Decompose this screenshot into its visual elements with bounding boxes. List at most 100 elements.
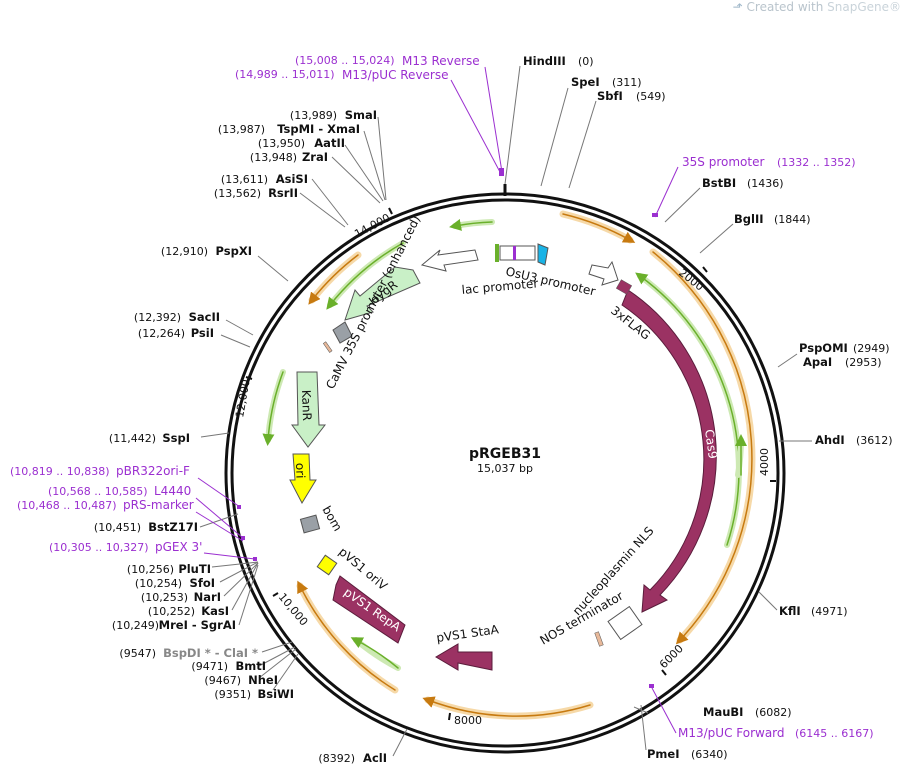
site-labels-left: (8392) AclI (9351) BsiWI (9467) NheI (94… [94, 108, 387, 765]
cas9-arrow [621, 289, 717, 613]
site-pspomi-pos: (2949) [853, 342, 890, 355]
plasmid-length: 15,037 bp [477, 462, 533, 475]
site-kasi-pos: (10,252) [148, 605, 195, 618]
site-nhei-pos: (9467) [204, 674, 241, 687]
site-kasi: KasI [201, 604, 229, 618]
site-sbfi-pos: (549) [636, 90, 666, 103]
site-sfoi-pos: (10,254) [135, 577, 182, 590]
primer-range-m13rev: (15,008 .. 15,024) [295, 54, 395, 67]
site-acli-pos: (8392) [318, 752, 355, 765]
arc-green-6-line [350, 637, 399, 669]
nos-small-marker [594, 631, 604, 647]
inner-features [289, 243, 717, 671]
site-asisi: AsiSI [276, 172, 308, 186]
arc-orange-1-line [562, 213, 636, 243]
arc-orange-5 [308, 251, 362, 304]
site-rsrii-pos: (13,562) [214, 187, 261, 200]
ori-arrow [289, 453, 317, 505]
site-asisi-pos: (13,611) [221, 173, 268, 186]
primer-range-pgex: (10,305 .. 10,327) [49, 541, 149, 554]
site-spei: SpeI [571, 75, 600, 89]
site-bsiwi: BsiWI [257, 687, 294, 701]
label-ori: ori [293, 463, 308, 479]
site-bglii: BglII [734, 212, 764, 226]
site-aatii-pos: (13,950) [258, 137, 305, 150]
primer-name-m13puc-rev: M13/pUC Reverse [342, 68, 449, 82]
site-nari: NarI [194, 590, 221, 604]
flag-arrow [588, 260, 619, 286]
site-ahdi: AhdI [815, 433, 845, 447]
camv-small-marker [322, 341, 333, 353]
site-maubi: MauBI [703, 705, 743, 719]
oriv-box [316, 554, 338, 576]
watermark-brand: SnapGene® [827, 0, 901, 14]
repa-arrow [332, 575, 406, 644]
site-zrai: ZraI [302, 150, 328, 164]
primer-name-35s: 35S promoter [682, 155, 764, 169]
site-smai-pos: (13,989) [290, 109, 337, 122]
leader-lines [199, 65, 812, 757]
primer-leader-lines [195, 66, 679, 734]
site-pluti: PluTI [178, 562, 211, 576]
primer-range-l4440: (10,568 .. 10,585) [48, 485, 148, 498]
primer-name-prs: pRS-marker [123, 498, 194, 512]
osu3-box [499, 245, 536, 261]
site-sbfi: SbfI [597, 89, 623, 103]
site-tspmi-xmai: TspMI - XmaI [277, 122, 360, 136]
osu3-stripe-1 [495, 244, 499, 262]
primer-range-m13puc-rev: (14,989 .. 15,011) [235, 68, 335, 81]
primer-range-35s: (1332 .. 1352) [777, 156, 856, 169]
primer-name-m13puc-fwd: M13/pUC Forward [678, 726, 785, 740]
hygr-arrow [344, 266, 421, 321]
nos-terminator-box [607, 605, 643, 641]
plasmid-name: pRGEB31 [469, 446, 541, 462]
site-sacii: SacII [189, 310, 220, 324]
site-pmei-pos: (6340) [691, 748, 728, 761]
primer-name-pbr322: pBR322ori-F [116, 464, 190, 478]
watermark-logo-icon: ⬏ [732, 0, 743, 14]
site-zrai-pos: (13,948) [250, 151, 297, 164]
lac-promoter-arrow [420, 249, 479, 272]
site-pspxi-pos: (12,910) [161, 245, 208, 258]
label-kanr: KanR [299, 390, 314, 421]
kanr-arrow [291, 371, 327, 448]
site-bglii-pos: (1844) [774, 213, 811, 226]
site-bspdi-clai: BspDI * - ClaI * [163, 646, 258, 660]
site-bstz17i: BstZ17I [148, 520, 198, 534]
site-apai-pos: (2953) [845, 356, 882, 369]
label-lac: lac promoter [461, 276, 539, 297]
site-hindiii-pos: (0) [578, 55, 594, 68]
site-rsrii: RsrII [268, 186, 298, 200]
label-staa: pVS1 StaA [435, 622, 500, 645]
site-hindiii: HindIII [523, 54, 566, 68]
site-bsiwi-pos: (9351) [214, 688, 251, 701]
arc-green-2-line [326, 242, 404, 310]
site-sacii-pos: (12,392) [134, 311, 181, 324]
primer-range-pbr322: (10,819 .. 10,838) [10, 465, 110, 478]
arc-orange-5-line [308, 254, 359, 305]
tick-4000: 4000 [758, 448, 771, 476]
tick-8000: 8000 [454, 714, 482, 727]
primer-labels: (15,008 .. 15,024) M13 Reverse (14,989 .… [10, 54, 874, 740]
site-bstbi-pos: (1436) [747, 177, 784, 190]
site-kfli: KflI [779, 604, 801, 618]
primer-name-pgex: pGEX 3' [155, 540, 202, 554]
staa-arrow [435, 643, 493, 671]
label-cas9: Cas9 [702, 428, 720, 459]
primer-markers [237, 168, 658, 688]
site-ahdi-pos: (3612) [856, 434, 893, 447]
arc-green-1-line [449, 219, 493, 231]
site-sfoi: SfoI [190, 576, 215, 590]
site-pspxi: PspXI [216, 244, 252, 258]
watermark-prefix: Created with [746, 0, 824, 14]
site-bstz17i-pos: (10,451) [94, 521, 141, 534]
camv-box [332, 321, 353, 344]
arc-green-3 [265, 369, 286, 443]
primer-range-prs: (10,468 .. 10,487) [17, 499, 117, 512]
site-sspi: SspI [162, 431, 190, 445]
site-pmei: PmeI [647, 747, 680, 761]
site-tspmi-pos: (13,987) [218, 123, 265, 136]
site-spei-pos: (311) [612, 76, 642, 89]
site-mrei-pos: (10,249) [112, 619, 159, 632]
site-pluti-pos: (10,256) [127, 563, 174, 576]
